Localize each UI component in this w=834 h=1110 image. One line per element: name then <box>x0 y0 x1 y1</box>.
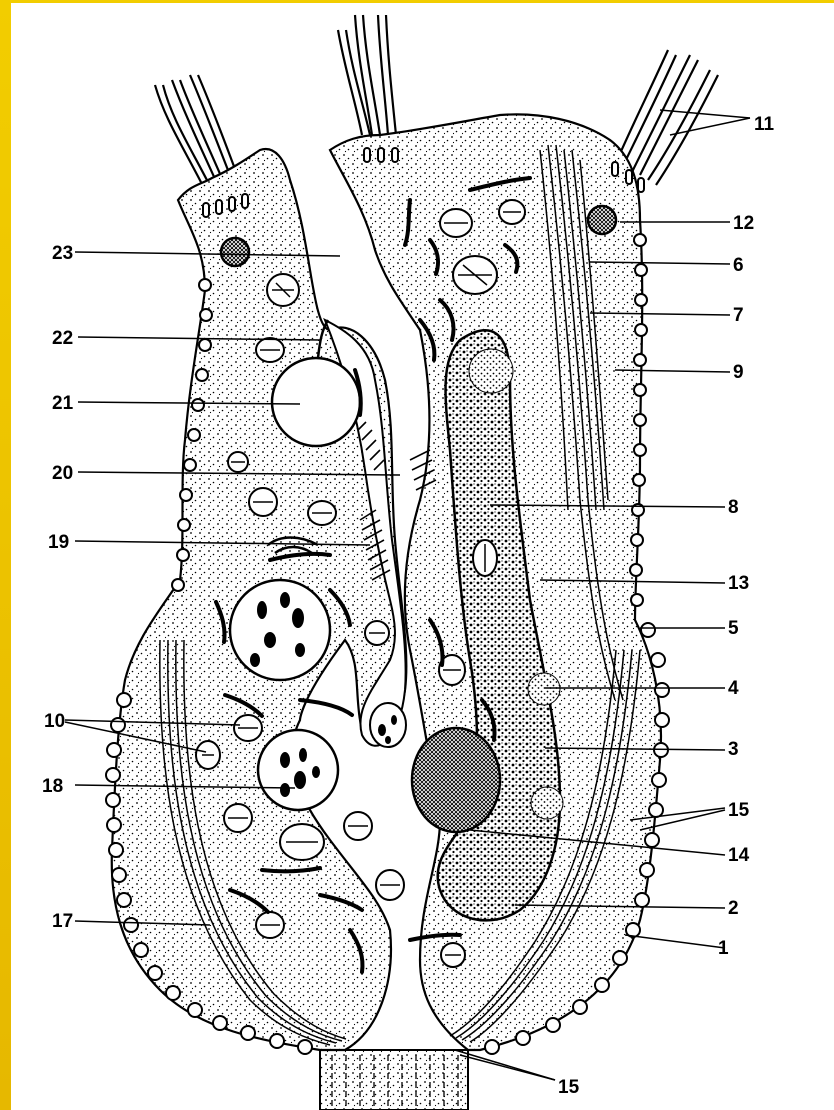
label-12: 12 <box>733 213 754 234</box>
label-15-bottom: 15 <box>558 1077 580 1098</box>
label-9: 9 <box>733 362 744 383</box>
label-20: 20 <box>52 463 73 484</box>
label-22: 22 <box>52 328 73 349</box>
nucleus-upper <box>230 580 330 680</box>
label-21: 21 <box>52 393 74 414</box>
label-14: 14 <box>728 845 750 866</box>
label-4: 4 <box>728 678 739 699</box>
basal-stalk <box>320 1050 468 1110</box>
nucleus-lower <box>258 730 338 810</box>
label-8: 8 <box>728 497 739 518</box>
label-17: 17 <box>52 911 73 932</box>
label-6: 6 <box>733 255 744 276</box>
label-15-right: 15 <box>728 800 750 821</box>
nucleus-right <box>412 728 500 832</box>
label-7: 7 <box>733 305 744 326</box>
label-19: 19 <box>48 532 69 553</box>
label-13: 13 <box>728 573 749 594</box>
label-3: 3 <box>728 739 739 760</box>
label-1: 1 <box>718 938 729 959</box>
label-5: 5 <box>728 618 739 639</box>
label-11: 11 <box>754 114 775 135</box>
label-23: 23 <box>52 243 73 264</box>
label-10: 10 <box>44 711 65 732</box>
label-18: 18 <box>42 776 63 797</box>
label-2: 2 <box>728 898 739 919</box>
